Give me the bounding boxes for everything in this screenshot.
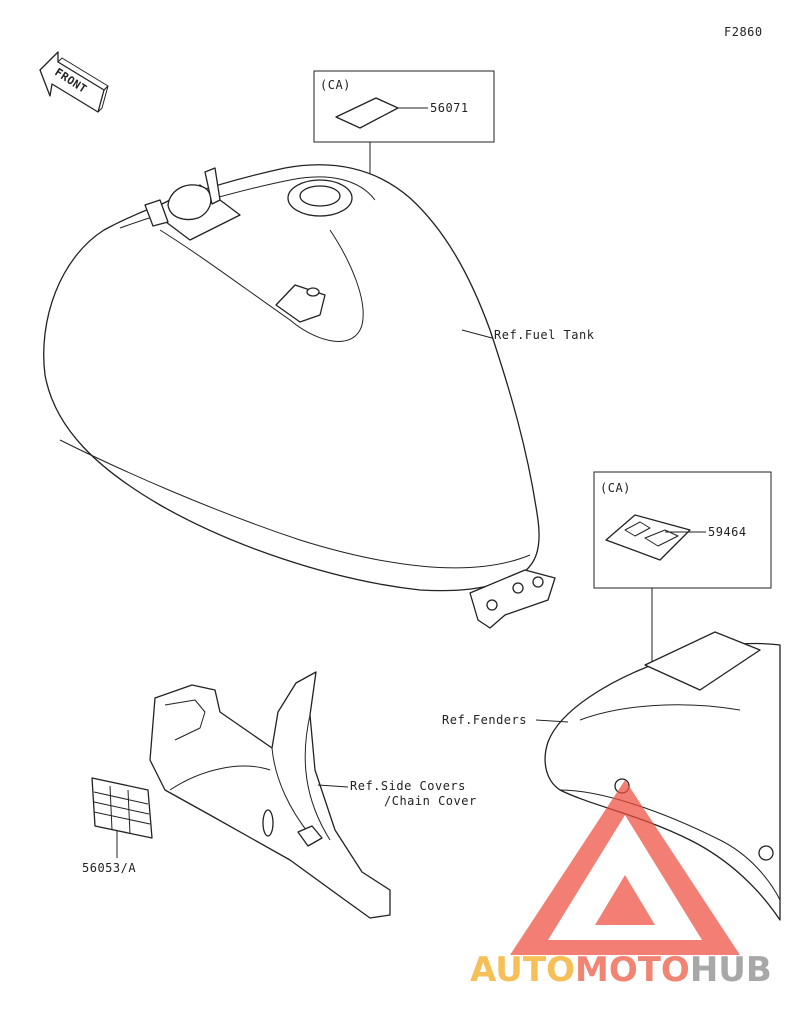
automotohub-logo-icon	[510, 780, 740, 955]
fenders-label: Ref.Fenders	[442, 713, 527, 727]
svg-text:(CA): (CA)	[320, 78, 351, 92]
decal-59464	[605, 514, 691, 561]
watermark-auto: AUTO	[470, 950, 575, 990]
svg-text:(CA): (CA)	[600, 481, 631, 495]
side-covers-label-line2: /Chain Cover	[384, 794, 477, 808]
part-number-56053a: 56053/A	[82, 861, 136, 875]
watermark-hub: HUB	[690, 950, 772, 990]
part-number-59464: 59464	[708, 525, 747, 539]
rear-fender	[544, 631, 781, 921]
fuel-tank-label: Ref.Fuel Tank	[494, 328, 595, 342]
figure-code: F2860	[724, 25, 763, 39]
side-covers-label-line1: Ref.Side Covers	[350, 779, 466, 793]
side-cover	[149, 671, 391, 919]
part-number-56071: 56071	[430, 101, 469, 115]
warning-label-56053	[91, 777, 153, 839]
svg-text:AUTOMOTOHUB: AUTOMOTOHUB	[470, 950, 772, 990]
decal-56071	[335, 97, 399, 129]
watermark-moto: MOTO	[575, 950, 690, 990]
fuel-tank	[43, 164, 556, 629]
automotohub-watermark: AUTOMOTOHUB	[470, 780, 772, 990]
front-arrow-icon: FRONT	[39, 51, 109, 113]
ca-callout-box-right: (CA) 59464	[593, 471, 772, 665]
